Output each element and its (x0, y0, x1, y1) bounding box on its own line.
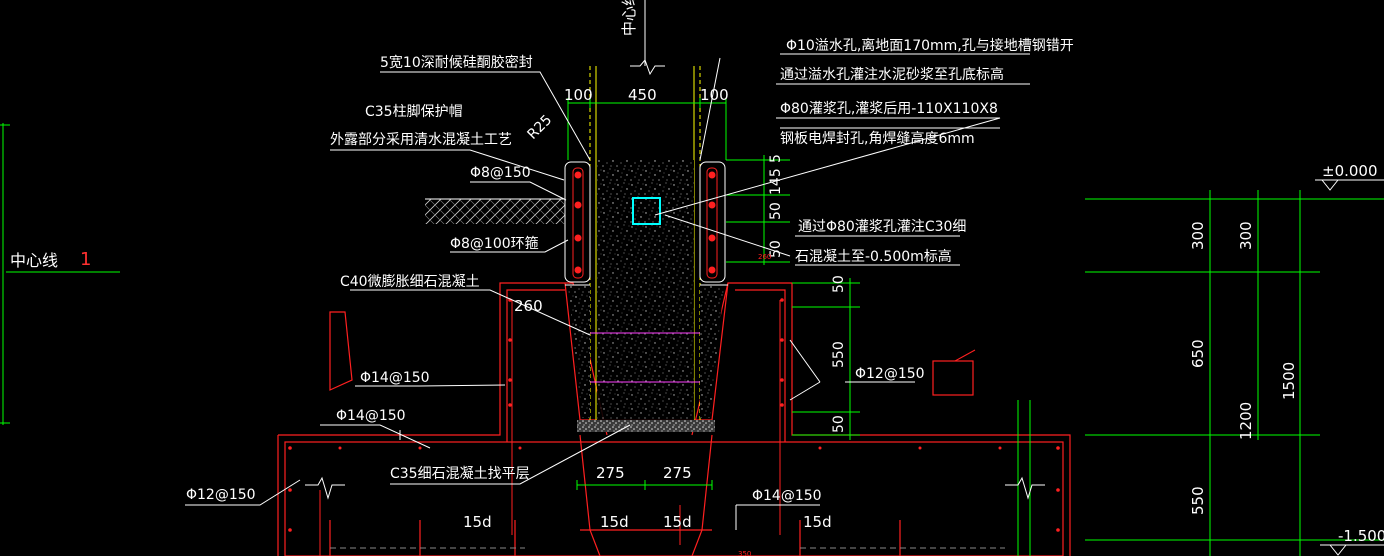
callout-seal: 5宽10深耐候硅酮胶密封 (380, 54, 533, 71)
dim-stem-50: 50 (831, 275, 847, 293)
dim-col-650: 650 (1189, 339, 1207, 368)
dim-5: 5 (768, 154, 784, 163)
rebar-dots (288, 298, 1060, 532)
cap-dimension-lines (726, 155, 860, 440)
top-dimension-lines (567, 98, 727, 160)
callout-overflow-note: 通过溢水孔灌注水泥砂浆至孔底标高 (780, 66, 1004, 83)
soil-hatch (425, 199, 565, 224)
dim-top-left: 100 (564, 86, 593, 104)
infill-concrete (597, 222, 694, 420)
callout-stirrup: Φ8@150 (470, 165, 531, 181)
grout-hole (632, 197, 661, 225)
dim-slope-260: 260 (514, 297, 543, 315)
dim-small-260: 260 (758, 253, 771, 261)
callout-grout-fill: 通过Φ80灌浆孔灌注C30细 (798, 219, 966, 235)
callout-bar-12-left: Φ12@150 (186, 487, 256, 503)
callout-bar-14-bottom: Φ14@150 (752, 488, 822, 504)
dim-col-550: 550 (1189, 486, 1207, 515)
dim-anchor-15d-2: 15d (600, 513, 629, 531)
centerline-vertical (630, 0, 665, 76)
socket-grout (568, 285, 590, 418)
level-marker-bottom (1320, 544, 1384, 556)
cap-blocks (564, 161, 728, 286)
cap-rebar-dots (574, 171, 716, 274)
dim-col-300b: 300 (1237, 221, 1255, 250)
callout-bar-14-b: Φ14@150 (336, 408, 406, 424)
callout-grout-fill-2: 石混凝土至-0.500m标高 (795, 248, 952, 265)
callout-infill: C40微膨胀细石混凝土 (340, 273, 480, 290)
callout-grout-hole: Φ80灌浆孔,灌浆后用-110X110X8 (780, 101, 998, 117)
callout-ring-bar: Φ8@100环箍 (450, 235, 539, 252)
level-top: ±0.000 (1322, 162, 1378, 180)
callout-overflow-hole: Φ10溢水孔,离地面170mm,孔与接地槽钢错开 (786, 37, 1074, 54)
section-symbol (932, 360, 974, 396)
dim-anchor-15d-4: 15d (803, 513, 832, 531)
callout-bar-14-a: Φ14@150 (360, 370, 430, 386)
dim-col-300a: 300 (1189, 221, 1207, 250)
leveling-layer (577, 420, 715, 432)
dim-50b: 50 (768, 240, 784, 258)
axis-number: 1 (80, 249, 91, 270)
dim-stem-50b: 50 (831, 415, 847, 433)
dim-145: 145 (768, 168, 784, 195)
callout-cap: C35柱脚保护帽 (365, 104, 463, 120)
break-marks (305, 476, 1045, 500)
dim-bot-350: 350 (738, 550, 751, 556)
dim-bot-275a: 275 (596, 464, 625, 482)
level-bottom: -1.500 (1338, 527, 1384, 545)
dim-top-right: 100 (700, 86, 729, 104)
internal-plates (590, 332, 700, 383)
level-marker-top (1315, 179, 1384, 191)
axis-label-top: 中心线 (620, 0, 638, 36)
callout-radius: R25 (525, 112, 556, 143)
pedestal-rebars (319, 300, 781, 556)
dim-col-1500: 1500 (1280, 362, 1298, 400)
dim-bot-275b: 275 (663, 464, 692, 482)
dim-top-mid: 450 (628, 86, 657, 104)
axis-marker-left (0, 123, 120, 425)
callout-grout-plate: 钢板电焊封孔,角焊缝高度6mm (780, 130, 975, 147)
edge-profile (329, 311, 353, 391)
dim-col-1200: 1200 (1237, 402, 1255, 440)
elevation-dimension-lines (1017, 190, 1384, 556)
leader-lines (185, 53, 1030, 506)
dim-anchor-15d-3: 15d (663, 513, 692, 531)
callout-leveling: C35细石混凝土找平层 (390, 466, 530, 482)
axis-label-left: 中心线 (10, 251, 58, 270)
dim-anchor-15d-1: 15d (463, 513, 492, 531)
dim-50a: 50 (768, 202, 784, 220)
dim-stem-550: 550 (831, 341, 847, 368)
callout-bar-12-right: Φ12@150 (855, 366, 925, 382)
callout-cap-note: 外露部分采用清水混凝土工艺 (330, 132, 512, 148)
cap-concrete (597, 160, 694, 222)
